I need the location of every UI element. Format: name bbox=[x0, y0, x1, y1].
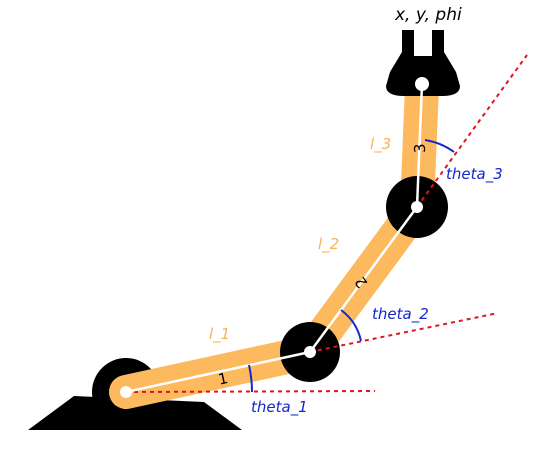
angle-arcs bbox=[248, 139, 455, 393]
links bbox=[109, 86, 439, 409]
axis-lines bbox=[125, 83, 424, 394]
reference-lines bbox=[125, 54, 528, 393]
angle-label-1: theta_1 bbox=[251, 398, 308, 417]
link-length-label-2: l_2 bbox=[318, 235, 339, 254]
end-effector-pose-label: x, y, phi bbox=[394, 5, 462, 25]
link-length-label-3: l_3 bbox=[370, 135, 391, 154]
angle-label-3: theta_3 bbox=[446, 165, 503, 184]
joint-center-1 bbox=[120, 386, 132, 398]
link-number-3: 3 bbox=[411, 143, 429, 153]
reference-line-2 bbox=[309, 312, 499, 353]
axis-line-2 bbox=[308, 206, 419, 353]
angle-arc-2 bbox=[340, 309, 362, 342]
end-effector-center bbox=[415, 77, 429, 91]
link-length-label-1: l_1 bbox=[209, 325, 230, 344]
link-number-1: 1 bbox=[216, 369, 229, 389]
axis-line-3 bbox=[415, 83, 424, 208]
angle-arc-1 bbox=[248, 364, 253, 393]
angle-arc-3 bbox=[424, 139, 455, 153]
joint-center-3 bbox=[411, 201, 423, 213]
joint-centers bbox=[120, 77, 429, 398]
reference-line-1 bbox=[125, 390, 376, 393]
gripper-icon bbox=[386, 30, 460, 96]
joint-center-2 bbox=[304, 346, 316, 358]
angle-label-2: theta_2 bbox=[372, 305, 429, 324]
axis-line-1 bbox=[125, 350, 311, 394]
